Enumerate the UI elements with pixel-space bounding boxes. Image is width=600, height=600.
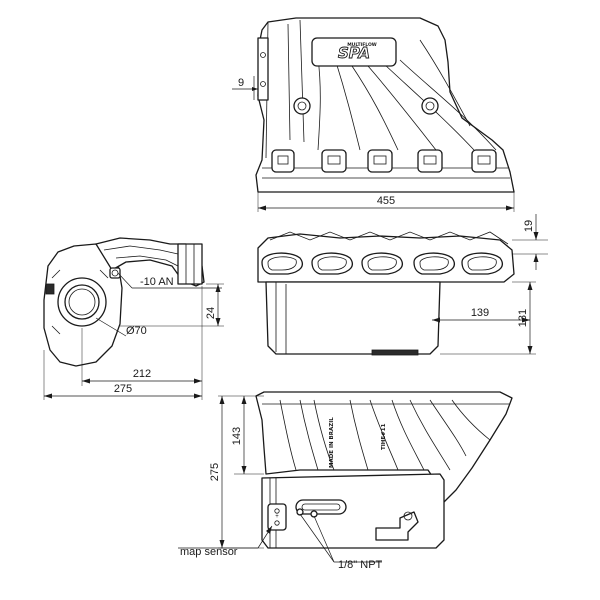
plan-view: MADE IN BRAZIL TIHE#11 + [255,391,513,549]
dim-side-width: 275 [114,383,132,395]
npt-port-b [310,510,318,518]
front-view [257,231,515,356]
dim-top-offset: 9 [238,77,244,89]
cast-made-in-brazil: MADE IN BRAZIL [329,417,335,468]
front-view-plenum [265,281,441,355]
plan-view-plenum [261,473,445,549]
callouts: map sensor 1/8" NPT [178,513,383,571]
top-view-dimensions: 9 455 [232,76,515,212]
dim-plan-total: 275 [209,463,221,481]
callout-npt: 1/8" NPT [338,559,383,571]
plan-view-dimensions: 143 275 [209,395,264,549]
logo-text: SPA [338,44,370,62]
dim-front-runner-offset: 139 [471,307,489,319]
dim-side-tb-diameter: Ø70 [126,325,147,337]
logo-subtext: MULTIFLOW [347,42,377,48]
plenum-slot [295,499,347,515]
svg-text:+: + [275,514,279,520]
cast-model-number: TIHE#11 [381,423,387,450]
intake-ports [261,252,503,275]
side-flange [177,243,203,285]
runner-sweep [95,237,205,287]
plan-view-runners [255,391,513,505]
side-view-dimensions: -10 AN Ø70 24 212 275 [43,272,224,400]
map-sensor-boss [267,503,287,531]
front-view-dimensions: 19 131 139 [432,214,548,355]
plenum-bracket [375,511,419,541]
mount-boss-right [421,97,439,115]
dim-plan-upper: 143 [231,427,243,445]
side-view [43,237,205,367]
callout-map-sensor: map sensor [180,546,238,558]
injector-bosses [271,149,497,173]
dim-top-width: 455 [377,195,395,207]
throttle-body-bore [64,284,100,320]
dim-side-center-height: 24 [205,307,217,319]
dim-side-tb-offset: 212 [133,368,151,380]
fitting-10an [109,267,121,279]
logo-plate [311,37,397,67]
dim-front-flange-height: 19 [523,220,535,232]
npt-port-a [296,508,304,516]
dim-side-fitting: -10 AN [140,276,174,288]
top-view: SPA MULTIFLOW [255,17,515,193]
mount-boss-left [293,97,311,115]
